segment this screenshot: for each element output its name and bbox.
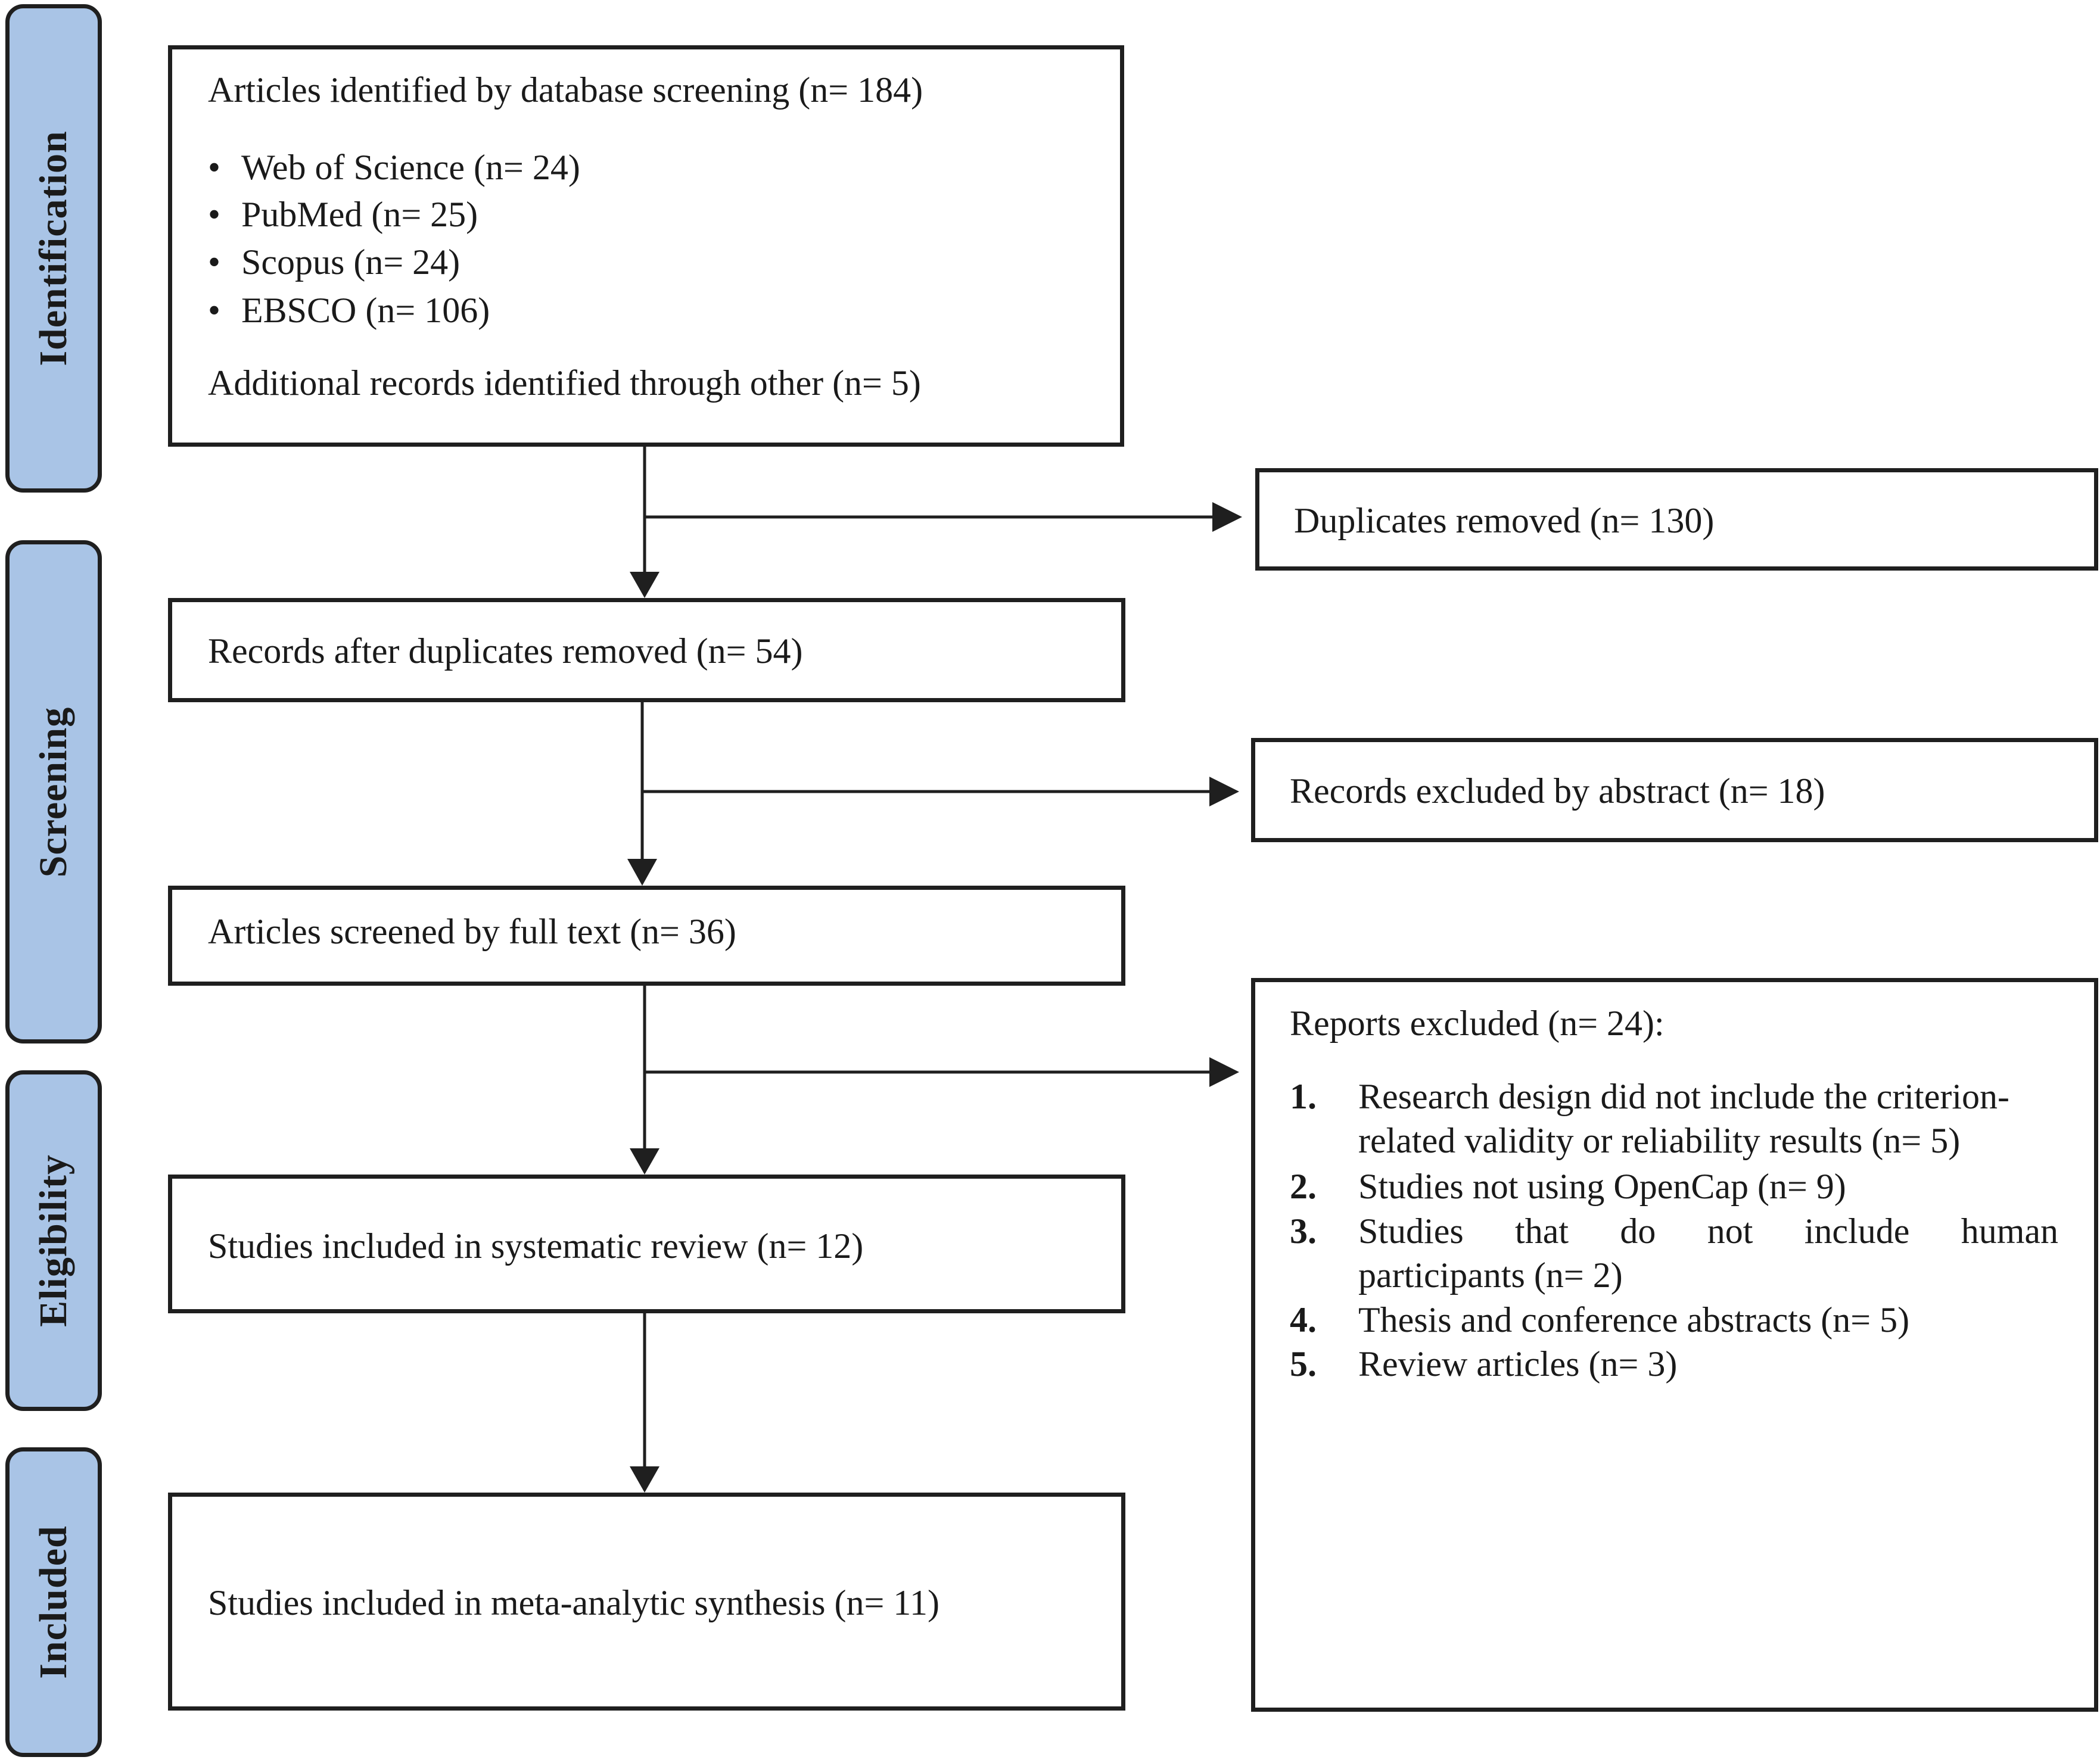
arrow-down-icon — [630, 572, 659, 598]
identification-box — [168, 45, 1124, 447]
reason-number: 5. — [1290, 1344, 1317, 1384]
screened-full-text-box — [168, 886, 1125, 986]
reason-text: related validity or reliability results … — [1358, 1121, 1961, 1160]
phase-screening: Screening — [5, 540, 102, 1043]
arrow-right-icon — [1212, 502, 1242, 532]
arrow-down-icon — [627, 859, 657, 886]
reason-text: Studies that do not include human — [1358, 1211, 2058, 1251]
bullet-icon: • — [208, 195, 221, 234]
systematic-review-text: Studies included in systematic review (n… — [208, 1226, 864, 1266]
arrow-down-icon — [630, 1466, 659, 1493]
additional-records: Additional records identified through ot… — [208, 363, 921, 403]
meta-analytic-text: Studies included in meta-analytic synthe… — [208, 1583, 940, 1622]
meta-analytic-box — [168, 1493, 1125, 1711]
phase-included: Included — [5, 1447, 102, 1757]
arrow-down-icon — [630, 1148, 659, 1175]
duplicates-removed-text: Duplicates removed (n= 130) — [1294, 501, 1715, 540]
database-item: Scopus (n= 24) — [241, 242, 461, 282]
reason-text: Review articles (n= 3) — [1358, 1344, 1678, 1384]
database-item: Web of Science (n= 24) — [241, 148, 580, 187]
records-after-duplicates-box — [168, 598, 1125, 702]
excluded-by-abstract-text: Records excluded by abstract (n= 18) — [1290, 771, 1825, 811]
arrow-right-icon — [1209, 777, 1239, 806]
reason-text: Thesis and conference abstracts (n= 5) — [1358, 1300, 1910, 1340]
reason-number: 4. — [1290, 1300, 1317, 1340]
bullet-icon: • — [208, 242, 221, 282]
reason-number: 2. — [1290, 1167, 1317, 1206]
reason-text: participants (n= 2) — [1358, 1256, 1623, 1295]
phase-eligibility: Eligibility — [5, 1070, 102, 1411]
identification-title: Articles identified by database screenin… — [208, 70, 923, 110]
bullet-icon: • — [208, 148, 221, 187]
database-item: EBSCO (n= 106) — [241, 291, 490, 330]
bullet-icon: • — [208, 291, 221, 330]
reason-text: Studies not using OpenCap (n= 9) — [1358, 1167, 1846, 1206]
screened-full-text-text: Articles screened by full text (n= 36) — [208, 912, 736, 951]
duplicates-removed-box — [1255, 468, 2098, 571]
excluded-by-abstract-box — [1251, 738, 2098, 842]
reports-excluded-title: Reports excluded (n= 24): — [1290, 1004, 1665, 1043]
database-item: PubMed (n= 25) — [241, 195, 478, 234]
arrow-right-icon — [1209, 1057, 1239, 1087]
phase-identification: Identification — [5, 4, 102, 493]
records-after-duplicates-text: Records after duplicates removed (n= 54) — [208, 631, 803, 671]
reason-text: Research design did not include the crit… — [1358, 1077, 2009, 1116]
reason-number: 1. — [1290, 1077, 1317, 1116]
systematic-review-box — [168, 1175, 1125, 1313]
reason-number: 3. — [1290, 1211, 1317, 1251]
reports-excluded-box — [1251, 978, 2098, 1712]
